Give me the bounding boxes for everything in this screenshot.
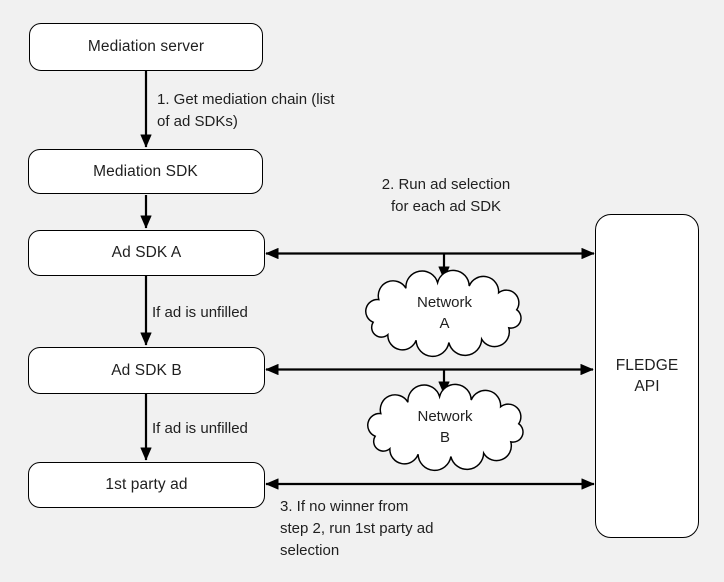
network-b-label: Network B	[417, 408, 473, 446]
node-mediation-server: Mediation server	[29, 23, 263, 71]
node-mediation-sdk: Mediation SDK	[28, 149, 263, 194]
network-a-label: Network A	[416, 294, 472, 332]
node-ad-sdk-b: Ad SDK B	[28, 347, 265, 394]
annotation-step2: 2. Run ad selection for each ad SDK	[381, 176, 511, 215]
node-ad-sdk-a: Ad SDK A	[28, 230, 265, 276]
annotation-if-unfilled-b: If ad is unfilled	[152, 420, 248, 437]
annotation-step3: 3. If no winner from step 2, run 1st par…	[280, 498, 434, 559]
network-a-cloud-shape	[365, 269, 522, 358]
annotation-step1: 1. Get mediation chain (list of ad SDKs)	[157, 91, 335, 130]
network-b-cloud-shape	[367, 383, 524, 472]
node-first-party-ad: 1st party ad	[28, 462, 265, 508]
node-fledge-api: FLEDGE API	[595, 214, 699, 538]
annotation-if-unfilled-a: If ad is unfilled	[152, 304, 248, 321]
